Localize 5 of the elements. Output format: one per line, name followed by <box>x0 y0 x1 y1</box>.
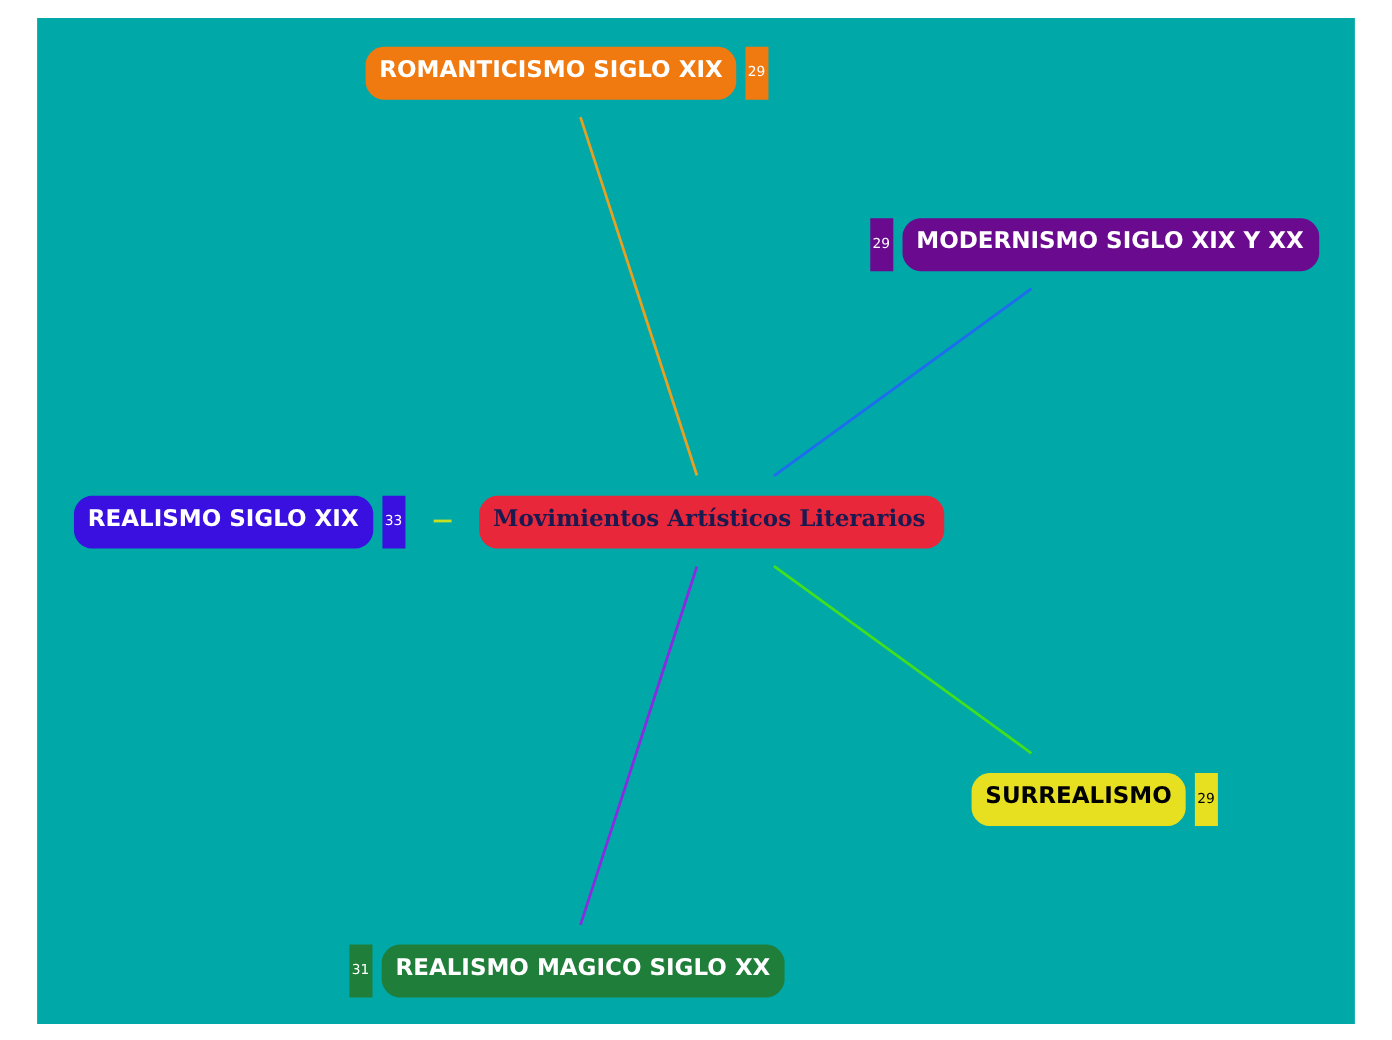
connector <box>773 564 1033 754</box>
connector <box>579 565 699 925</box>
connector <box>579 115 699 475</box>
node-box: Movimientos Artísticos Literarios <box>479 494 945 548</box>
connector <box>773 286 1033 476</box>
